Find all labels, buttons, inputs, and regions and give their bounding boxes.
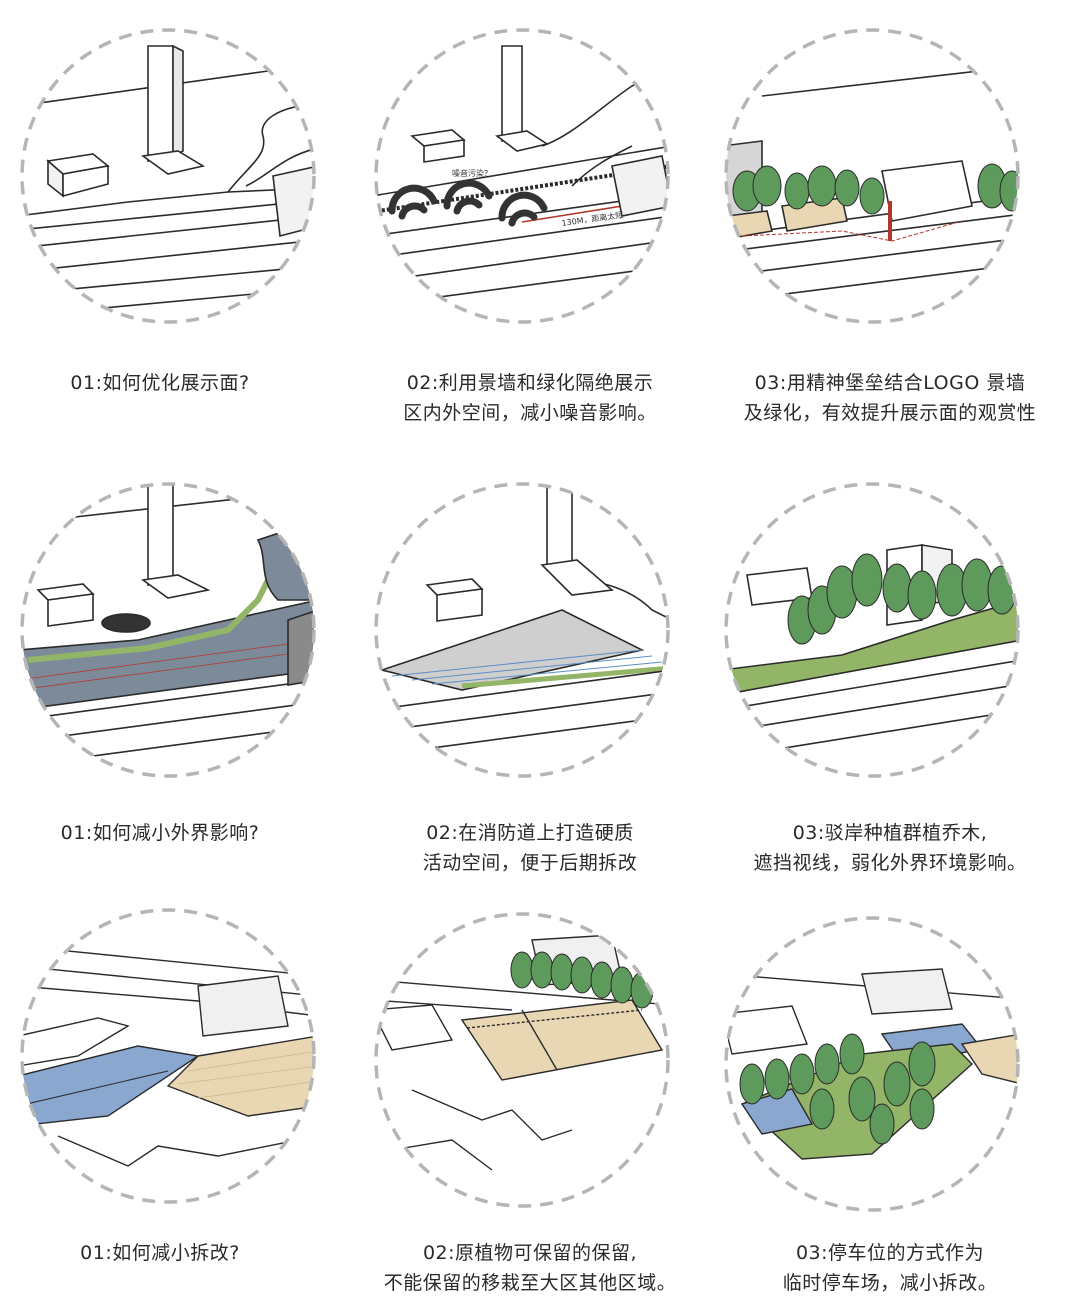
caption-line-2: 区内外空间，减小噪音影响。 bbox=[403, 402, 657, 424]
caption-line-2: 临时停车场，减小拆改。 bbox=[782, 1272, 998, 1294]
caption-line-1: 01:如何优化展示面? bbox=[70, 372, 250, 394]
caption: 01:如何优化展示面? bbox=[0, 368, 340, 398]
caption-line-2: 及绿化，有效提升展示面的观赏性 bbox=[743, 402, 1037, 424]
circle-illustration bbox=[372, 480, 672, 780]
caption: 03:驳岸种植群植乔木, 遮挡视线，弱化外界环境影响。 bbox=[710, 818, 1070, 878]
caption-line-1: 02:在消防道上打造硬质 bbox=[426, 822, 634, 844]
caption: 03:停车位的方式作为 临时停车场，减小拆改。 bbox=[710, 1238, 1070, 1298]
caption-line-1: 03:驳岸种植群植乔木, bbox=[792, 822, 988, 844]
circle-illustration bbox=[722, 26, 1022, 326]
circle-illustration bbox=[18, 480, 318, 780]
caption: 03:用精神堡垒结合LOGO 景墙 及绿化，有效提升展示面的观赏性 bbox=[710, 368, 1070, 428]
caption: 01:如何减小拆改? bbox=[0, 1238, 340, 1268]
noise-label: 噪音污染？ bbox=[452, 168, 492, 178]
caption-line-2: 活动空间，便于后期拆改 bbox=[422, 852, 638, 874]
circle-illustration bbox=[722, 914, 1022, 1214]
caption-line-1: 03:用精神堡垒结合LOGO 景墙 bbox=[754, 372, 1026, 394]
circle-illustration bbox=[372, 910, 672, 1210]
caption-line-1: 03:停车位的方式作为 bbox=[795, 1242, 985, 1264]
caption-line-1: 02:利用景墙和绿化隔绝展示 bbox=[406, 372, 654, 394]
caption-line-1: 02:原植物可保留的保留, bbox=[422, 1242, 638, 1264]
caption: 01:如何减小外界影响? bbox=[0, 818, 340, 848]
caption: 02:在消防道上打造硬质 活动空间，便于后期拆改 bbox=[350, 818, 710, 878]
caption-line-1: 01:如何减小拆改? bbox=[80, 1242, 240, 1264]
circle-illustration bbox=[18, 26, 318, 326]
caption: 02:原植物可保留的保留, 不能保留的移栽至大区其他区域。 bbox=[350, 1238, 710, 1298]
caption-line-2: 遮挡视线，弱化外界环境影响。 bbox=[753, 852, 1027, 874]
caption: 02:利用景墙和绿化隔绝展示 区内外空间，减小噪音影响。 bbox=[350, 368, 710, 428]
caption-line-2: 不能保留的移栽至大区其他区域。 bbox=[383, 1272, 677, 1294]
distance-label: 130M，距离太短 bbox=[561, 209, 624, 228]
circle-illustration bbox=[722, 480, 1022, 780]
circle-illustration bbox=[18, 906, 318, 1206]
caption-line-1: 01:如何减小外界影响? bbox=[60, 822, 260, 844]
circle-illustration: 噪音污染？ 130M，距离太短 bbox=[372, 26, 672, 326]
